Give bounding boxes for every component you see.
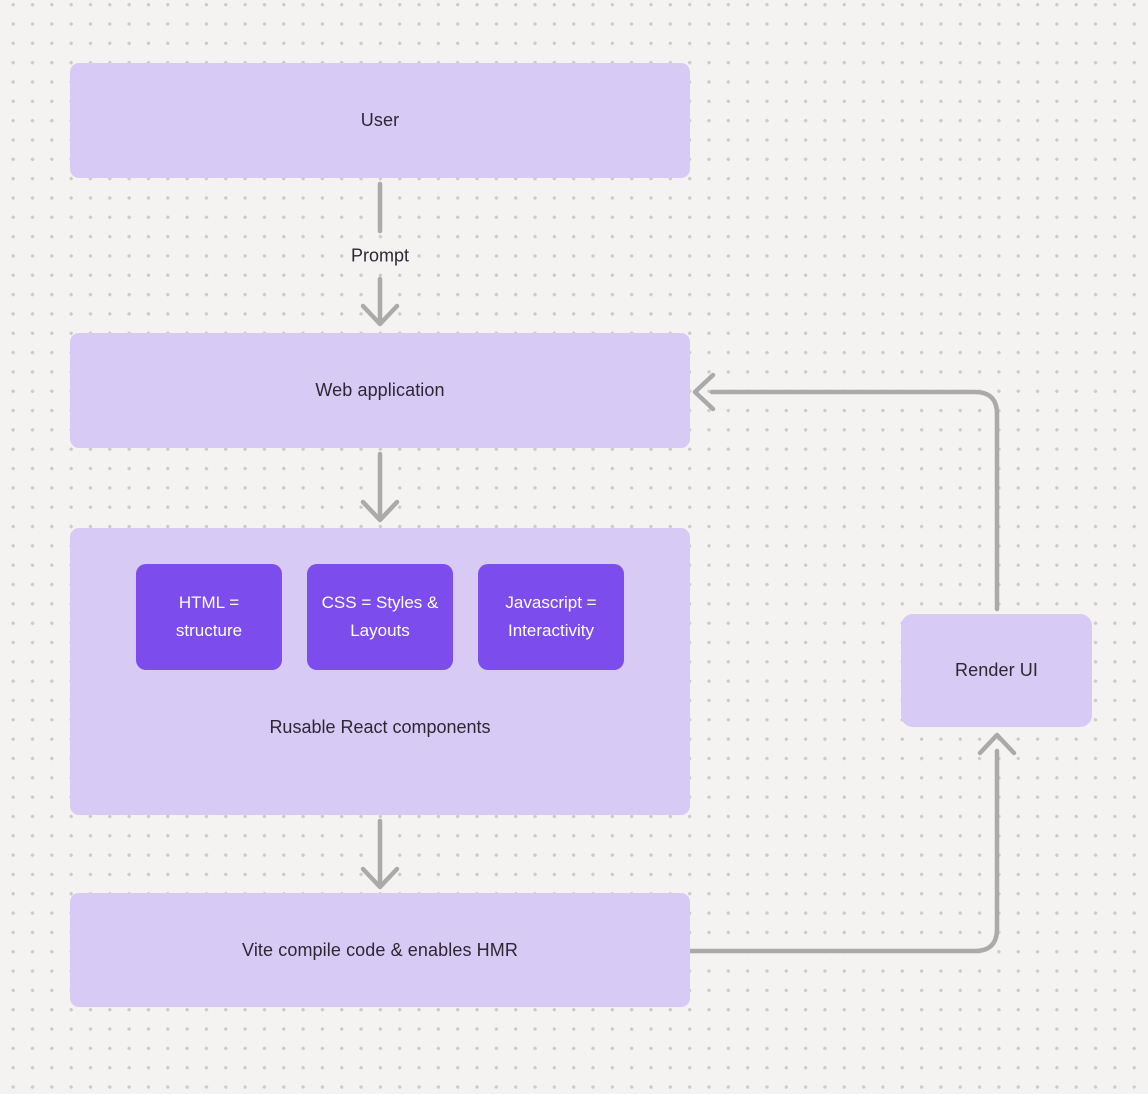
- components-chip-row: HTML = structure CSS = Styles & Layouts …: [70, 564, 690, 670]
- arrowhead-down-icon: [360, 303, 400, 327]
- arrowhead-down-icon: [360, 499, 400, 523]
- chip-html: HTML = structure: [136, 564, 282, 670]
- node-web-application-label: Web application: [315, 380, 445, 400]
- node-user: User: [70, 63, 690, 178]
- node-render-ui-label: Render UI: [955, 660, 1038, 680]
- chip-javascript-label: Javascript = Interactivity: [505, 593, 597, 640]
- arrowhead-up-icon: [977, 732, 1017, 756]
- chip-javascript: Javascript = Interactivity: [478, 564, 624, 670]
- chip-css: CSS = Styles & Layouts: [307, 564, 453, 670]
- edge-label-prompt: Prompt: [345, 243, 415, 269]
- node-render-ui: Render UI: [901, 614, 1092, 727]
- node-components-group-label: Rusable React components: [269, 717, 491, 737]
- connector-vite-to-renderui: [687, 748, 1000, 954]
- node-vite: Vite compile code & enables HMR: [70, 893, 690, 1007]
- connector-renderui-to-webapp: [709, 389, 1000, 612]
- arrowhead-down-icon: [360, 866, 400, 890]
- node-user-label: User: [360, 110, 400, 130]
- node-vite-label: Vite compile code & enables HMR: [242, 939, 518, 960]
- node-web-application: Web application: [70, 333, 690, 448]
- chip-html-label: HTML = structure: [175, 593, 243, 640]
- arrowhead-left-icon: [692, 372, 716, 412]
- chip-css-label: CSS = Styles & Layouts: [321, 593, 439, 640]
- node-components-group: HTML = structure CSS = Styles & Layouts …: [70, 528, 690, 815]
